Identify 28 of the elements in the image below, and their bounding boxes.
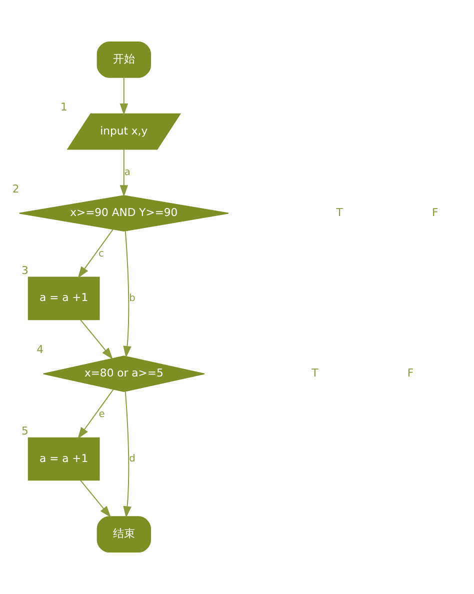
- node-diamond: x=80 or a>=5: [42, 356, 205, 392]
- arrow: [120, 77, 128, 116]
- arrow: [80, 480, 112, 518]
- arrow: [78, 229, 114, 278]
- label: F: [407, 366, 414, 380]
- node-box: a = a +1: [28, 437, 100, 481]
- arrow: [123, 230, 132, 358]
- node-label: 5: [21, 424, 28, 438]
- node-label: 3: [21, 264, 28, 278]
- node-label: 4: [36, 342, 44, 356]
- label: F: [432, 206, 438, 220]
- edge-label: b: [129, 292, 136, 304]
- edge-label: a: [124, 166, 130, 178]
- node-box: a = a +1: [28, 276, 100, 320]
- node-diamond: x>=90 AND Y>=90: [18, 195, 229, 232]
- node-label: 1: [60, 100, 68, 114]
- edge-label: e: [98, 409, 105, 420]
- arrow: [123, 390, 132, 518]
- arrow: [78, 388, 114, 439]
- node-box: 开始: [96, 41, 151, 78]
- label: T: [336, 206, 343, 220]
- label: T: [312, 366, 318, 380]
- node-label: 2: [12, 182, 20, 196]
- edge-label: d: [129, 453, 136, 464]
- edge-label: c: [98, 248, 104, 260]
- arrow: [80, 319, 113, 360]
- node-box: 结束: [96, 516, 151, 553]
- arrow: [120, 148, 128, 197]
